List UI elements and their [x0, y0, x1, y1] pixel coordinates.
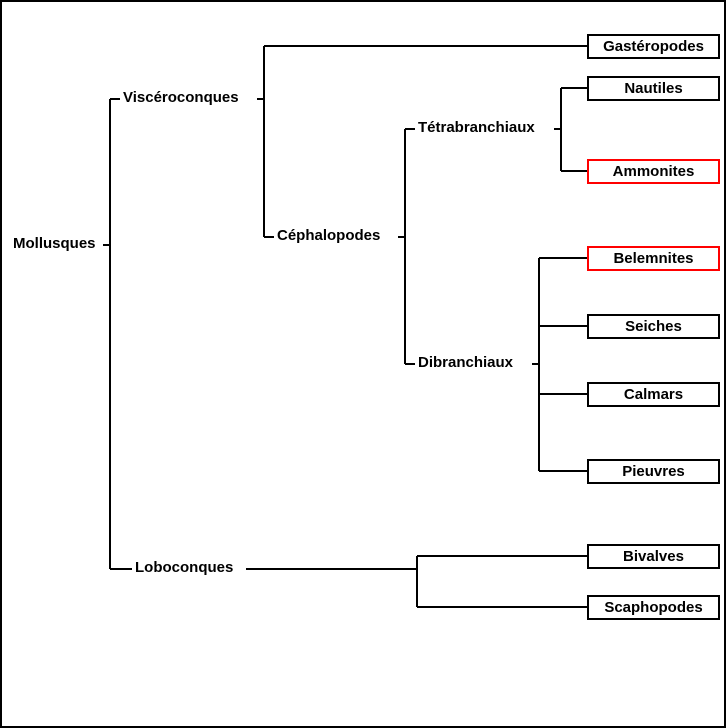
node-label-loboconques: Loboconques [132, 560, 237, 576]
leaf-label-calmars: Calmars [623, 386, 684, 403]
node-label-cephalopodes: Céphalopodes [274, 228, 384, 244]
leaf-box-scaphopodes[interactable]: Scaphopodes [587, 595, 720, 620]
leaf-box-seiches[interactable]: Seiches [587, 314, 720, 339]
leaf-box-ammonites[interactable]: Ammonites [587, 159, 720, 184]
leaf-box-gasteropodes[interactable]: Gastéropodes [587, 34, 720, 59]
node-label-dibranchiaux: Dibranchiaux [415, 355, 517, 371]
leaf-label-pieuvres: Pieuvres [622, 463, 685, 480]
leaf-label-nautiles: Nautiles [624, 80, 683, 97]
node-label-visceroconques: Viscéroconques [120, 90, 242, 106]
node-label-root-mollusques: Mollusques [10, 236, 99, 252]
leaf-label-seiches: Seiches [625, 318, 682, 335]
leaf-label-scaphopodes: Scaphopodes [604, 599, 703, 616]
leaf-box-pieuvres[interactable]: Pieuvres [587, 459, 720, 484]
node-label-tetrabranchiaux: Tétrabranchiaux [415, 120, 538, 136]
leaf-box-belemnites[interactable]: Belemnites [587, 246, 720, 271]
leaf-label-ammonites: Ammonites [612, 163, 695, 180]
leaf-box-nautiles[interactable]: Nautiles [587, 76, 720, 101]
leaf-label-belemnites: Belemnites [613, 250, 694, 267]
leaf-box-calmars[interactable]: Calmars [587, 382, 720, 407]
leaf-label-gasteropodes: Gastéropodes [603, 38, 704, 55]
leaf-label-bivalves: Bivalves [623, 548, 684, 565]
leaf-box-bivalves[interactable]: Bivalves [587, 544, 720, 569]
